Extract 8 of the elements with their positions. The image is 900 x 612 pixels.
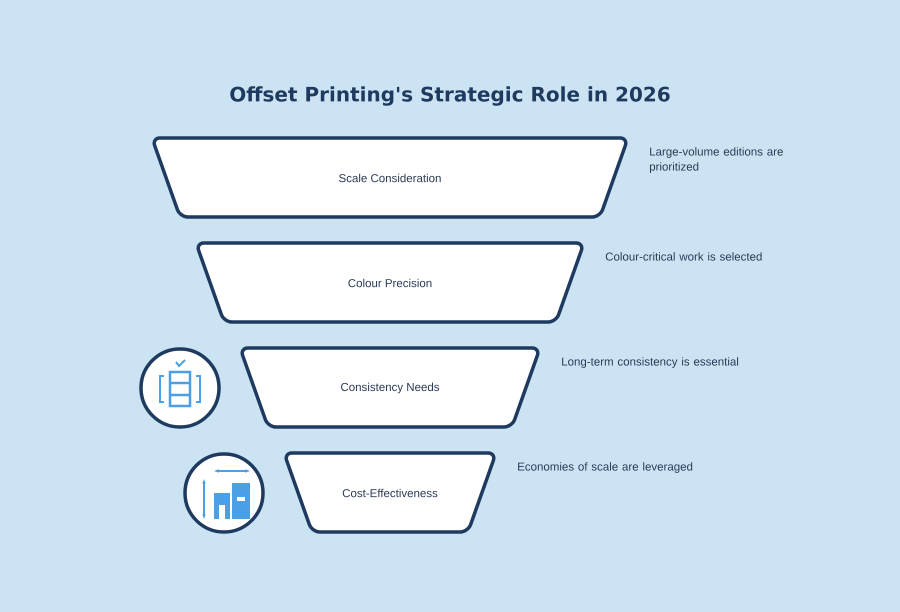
title: Offset Printing's Strategic Role in 2026: [230, 86, 670, 106]
stage-note: Economies of scale are leveraged: [518, 462, 692, 473]
funnel-stage: Scale Consideration: [152, 136, 628, 219]
funnel-stage: Colour Precision: [196, 241, 584, 324]
funnel-stage: Consistency Needs: [240, 346, 540, 429]
stage-note: Colour-critical work is selected: [606, 252, 762, 261]
stage-note: Large-volume editions are prioritized: [650, 147, 783, 173]
stage-note: Long-term consistency is essential: [562, 357, 738, 368]
